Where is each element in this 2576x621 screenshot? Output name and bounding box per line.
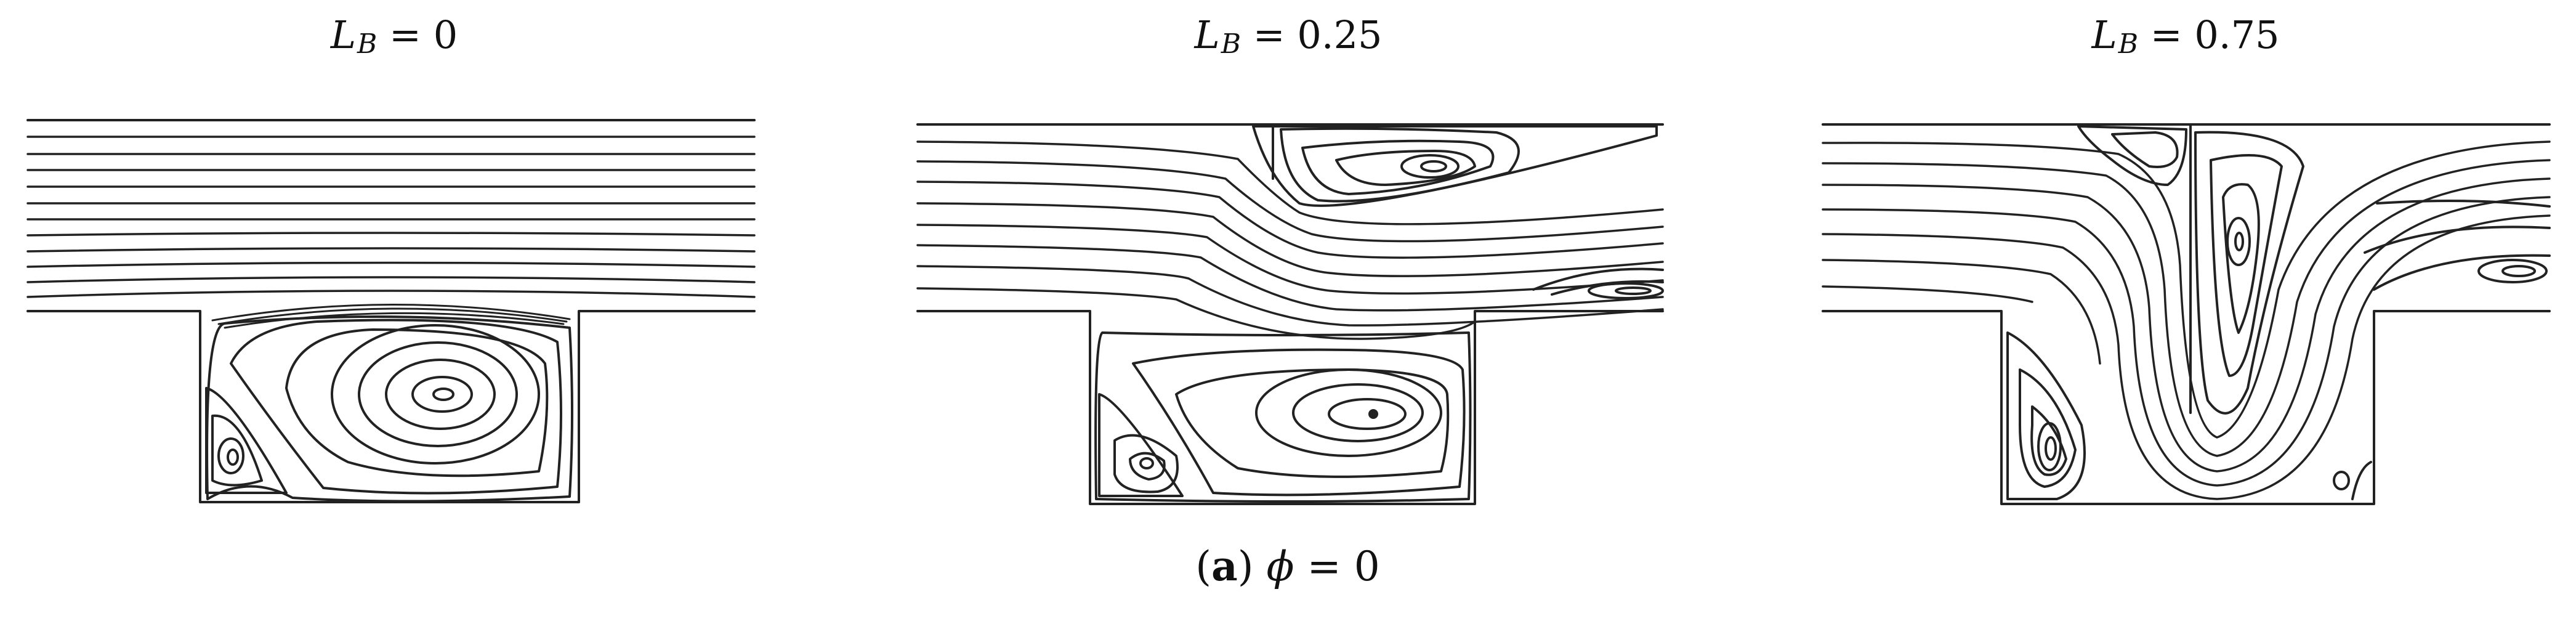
panel-title-2: LB = 0.25 bbox=[1195, 16, 1383, 58]
panel-title-1: LB = 0 bbox=[331, 16, 458, 58]
title-variable: L bbox=[1194, 12, 1220, 57]
figure-caption: (a) ϕ = 0 bbox=[1195, 546, 1380, 587]
title-variable: L bbox=[2091, 12, 2117, 57]
corner-vortex bbox=[206, 388, 286, 493]
corner-vortex bbox=[1099, 394, 1182, 496]
panel-title-3: LB = 0.75 bbox=[2092, 16, 2280, 58]
title-subscript: B bbox=[357, 28, 378, 60]
cavity-separatrix bbox=[212, 304, 570, 328]
upper-vortex bbox=[1253, 126, 1657, 206]
upstream-top-vortex bbox=[2078, 126, 2186, 185]
channel-cavity-wall bbox=[1823, 311, 2550, 504]
downstream-vortex bbox=[2365, 201, 2550, 290]
right-corner-eddy bbox=[2334, 462, 2371, 499]
flow-streamlines bbox=[28, 137, 754, 297]
corner-vortex bbox=[2008, 333, 2085, 499]
title-value: = 0.25 bbox=[1241, 12, 1383, 57]
title-value: = 0.75 bbox=[2138, 12, 2280, 57]
wake-vortex bbox=[1533, 269, 1663, 298]
streamline-panel-1 bbox=[28, 105, 761, 511]
main-vortex bbox=[1096, 333, 1470, 501]
title-value: = 0 bbox=[377, 12, 458, 57]
caption-label-open: ( bbox=[1195, 543, 1211, 590]
flow-streamlines bbox=[1823, 142, 2550, 499]
caption-label-letter: a bbox=[1211, 542, 1238, 590]
title-subscript: B bbox=[2118, 28, 2139, 60]
title-subscript: B bbox=[1221, 28, 1242, 60]
channel-cavity-wall bbox=[918, 311, 1663, 504]
streamline-panel-2 bbox=[918, 105, 1675, 511]
caption-label-close: ) bbox=[1237, 543, 1254, 590]
flow-streamlines bbox=[918, 142, 1663, 339]
caption-value: = 0 bbox=[1294, 543, 1380, 590]
title-variable: L bbox=[330, 12, 357, 57]
baffle-vortex bbox=[2195, 132, 2303, 413]
main-vortex bbox=[207, 317, 572, 501]
caption-symbol: ϕ bbox=[1253, 543, 1294, 590]
streamline-panel-3 bbox=[1823, 105, 2562, 511]
